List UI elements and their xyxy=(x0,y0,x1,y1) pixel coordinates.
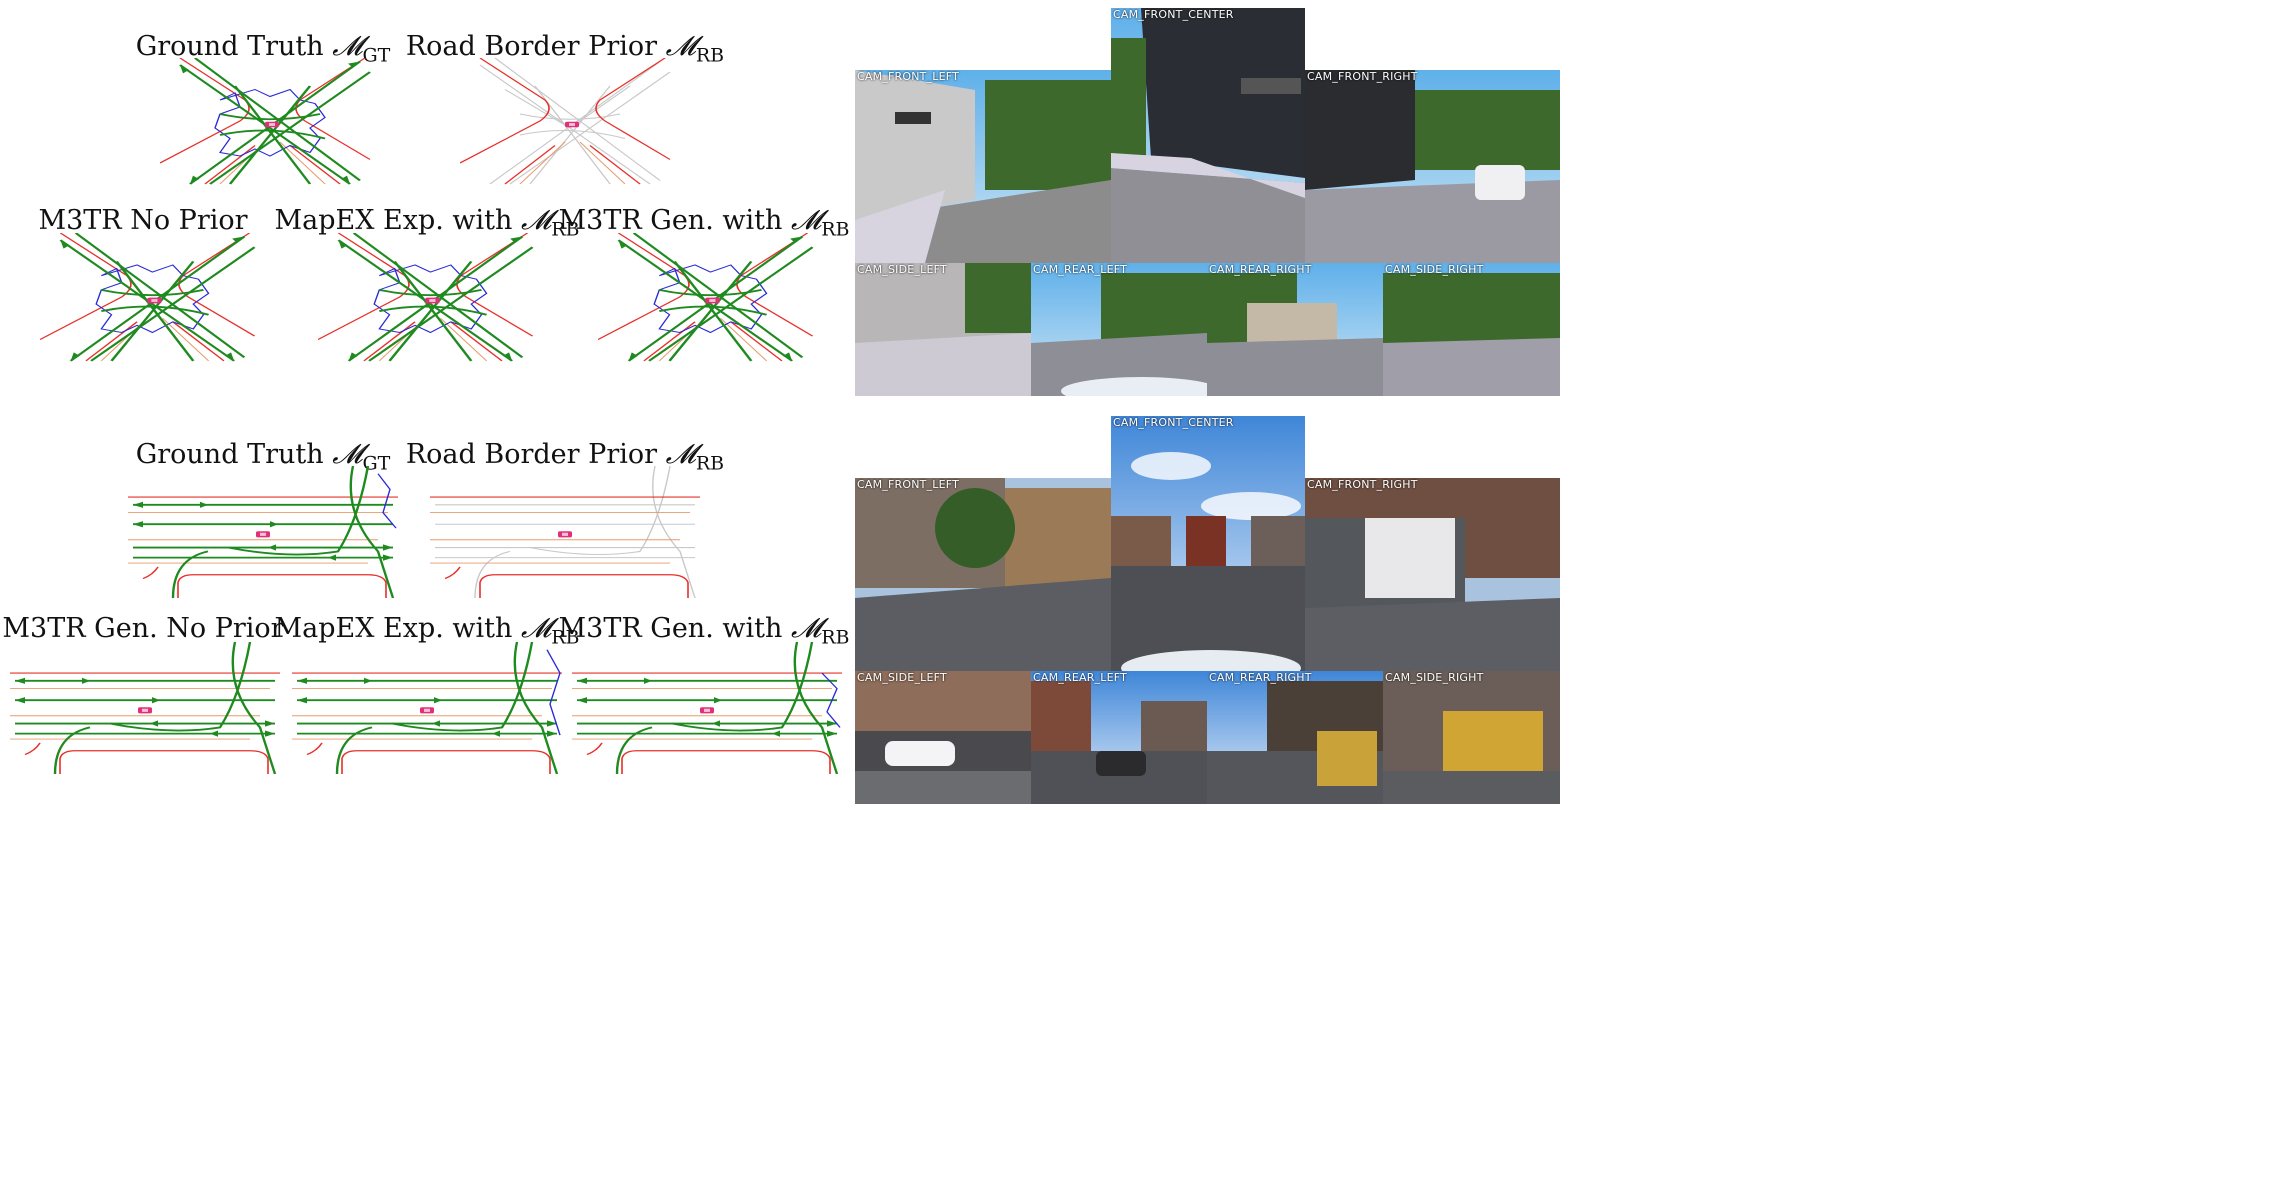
camera-label: CAM_FRONT_LEFT xyxy=(857,70,960,83)
title-top-gt: Ground Truth 𝓜GT xyxy=(135,31,391,67)
camera-label: CAM_REAR_RIGHT xyxy=(1209,671,1312,684)
camera-label: CAM_REAR_LEFT xyxy=(1033,263,1127,276)
title-top-mapex: MapEX Exp. with 𝓜RB xyxy=(274,205,580,241)
map-bottom-m3tr-with-prior xyxy=(572,642,842,774)
camera-top-side-left: CAM_SIDE_LEFT xyxy=(855,263,1031,396)
camera-label: CAM_FRONT_RIGHT xyxy=(1307,478,1418,491)
map-bottom-road-border-prior xyxy=(430,466,700,598)
title-top-m3tr: M3TR Gen. with 𝓜RB xyxy=(558,205,850,241)
camera-top-rear-right: CAM_REAR_RIGHT xyxy=(1207,263,1383,396)
camera-bottom-rear-right: CAM_REAR_RIGHT xyxy=(1207,671,1383,804)
title-bottom-noprior: M3TR Gen. No Prior xyxy=(2,613,284,644)
map-top-m3tr-no-prior xyxy=(40,233,275,368)
title-bottom-mapex: MapEX Exp. with 𝓜RB xyxy=(274,613,580,649)
map-bottom-ground-truth xyxy=(128,466,398,598)
camera-label: CAM_FRONT_CENTER xyxy=(1113,8,1234,21)
map-top-road-border-prior xyxy=(460,58,690,191)
camera-label: CAM_SIDE_RIGHT xyxy=(1385,263,1484,276)
title-top-noprior: M3TR No Prior xyxy=(38,205,248,236)
camera-bottom-side-right: CAM_SIDE_RIGHT xyxy=(1383,671,1560,804)
camera-bottom-front-center: CAM_FRONT_CENTER xyxy=(1111,416,1305,671)
camera-bottom-rear-left: CAM_REAR_LEFT xyxy=(1031,671,1207,804)
title-top-rb: Road Border Prior 𝓜RB xyxy=(405,31,725,67)
camera-bottom-front-right: CAM_FRONT_RIGHT xyxy=(1305,478,1560,671)
map-top-ground-truth xyxy=(160,58,390,191)
camera-label: CAM_FRONT_LEFT xyxy=(857,478,960,491)
camera-label: CAM_REAR_LEFT xyxy=(1033,671,1127,684)
camera-top-side-right: CAM_SIDE_RIGHT xyxy=(1383,263,1560,396)
map-top-mapex xyxy=(318,233,553,368)
title-bottom-rb: Road Border Prior 𝓜RB xyxy=(405,439,725,475)
camera-top-front-right: CAM_FRONT_RIGHT xyxy=(1305,70,1560,263)
map-bottom-mapex xyxy=(292,642,562,774)
camera-label: CAM_FRONT_RIGHT xyxy=(1307,70,1418,83)
camera-top-front-center: CAM_FRONT_CENTER xyxy=(1111,8,1305,263)
camera-label: CAM_SIDE_LEFT xyxy=(857,671,947,684)
title-bottom-m3tr: M3TR Gen. with 𝓜RB xyxy=(558,613,850,649)
map-top-m3tr-with-prior xyxy=(598,233,833,368)
camera-bottom-front-left: CAM_FRONT_LEFT xyxy=(855,478,1111,671)
camera-label: CAM_FRONT_CENTER xyxy=(1113,416,1234,429)
camera-top-rear-left: CAM_REAR_LEFT xyxy=(1031,263,1207,396)
map-bottom-m3tr-no-prior xyxy=(10,642,280,774)
camera-label: CAM_SIDE_RIGHT xyxy=(1385,671,1484,684)
camera-top-front-left: CAM_FRONT_LEFT xyxy=(855,70,1111,263)
title-bottom-gt: Ground Truth 𝓜GT xyxy=(135,439,391,475)
camera-label: CAM_SIDE_LEFT xyxy=(857,263,947,276)
camera-label: CAM_REAR_RIGHT xyxy=(1209,263,1312,276)
camera-bottom-side-left: CAM_SIDE_LEFT xyxy=(855,671,1031,804)
